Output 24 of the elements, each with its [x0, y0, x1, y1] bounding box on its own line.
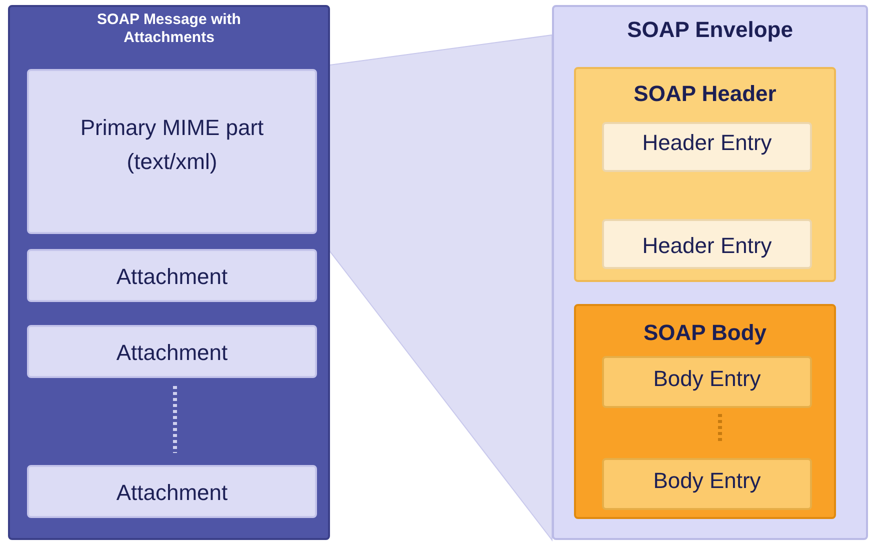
entry-box	[602, 122, 812, 172]
part-box	[27, 69, 317, 234]
body-panel	[574, 304, 836, 519]
envelope-panel	[552, 5, 868, 540]
attachment-box	[27, 465, 317, 518]
box-label: Header Entry	[641, 233, 773, 259]
box-label: Attachment	[115, 480, 229, 506]
box-label: Body Entry	[652, 468, 762, 494]
box-label: Attachment	[115, 264, 229, 290]
attachment-box	[27, 249, 317, 302]
box-label: Header Entry	[641, 130, 773, 156]
entry-box	[602, 356, 812, 408]
panel-title: SOAP Body	[642, 320, 768, 346]
entry-box	[602, 458, 812, 510]
box-label: Body Entry	[652, 366, 762, 392]
panel-title: SOAP Envelope	[626, 17, 794, 43]
message-panel	[8, 5, 330, 540]
entry-box	[602, 219, 812, 269]
attachment-box	[27, 325, 317, 378]
box-label: Primary MIME part (text/xml)	[79, 114, 265, 176]
panel-title: SOAP Header	[632, 81, 778, 107]
header-panel	[574, 67, 836, 282]
box-label: Attachment	[115, 340, 229, 366]
panel-title: SOAP Message with Attachments	[96, 11, 242, 47]
